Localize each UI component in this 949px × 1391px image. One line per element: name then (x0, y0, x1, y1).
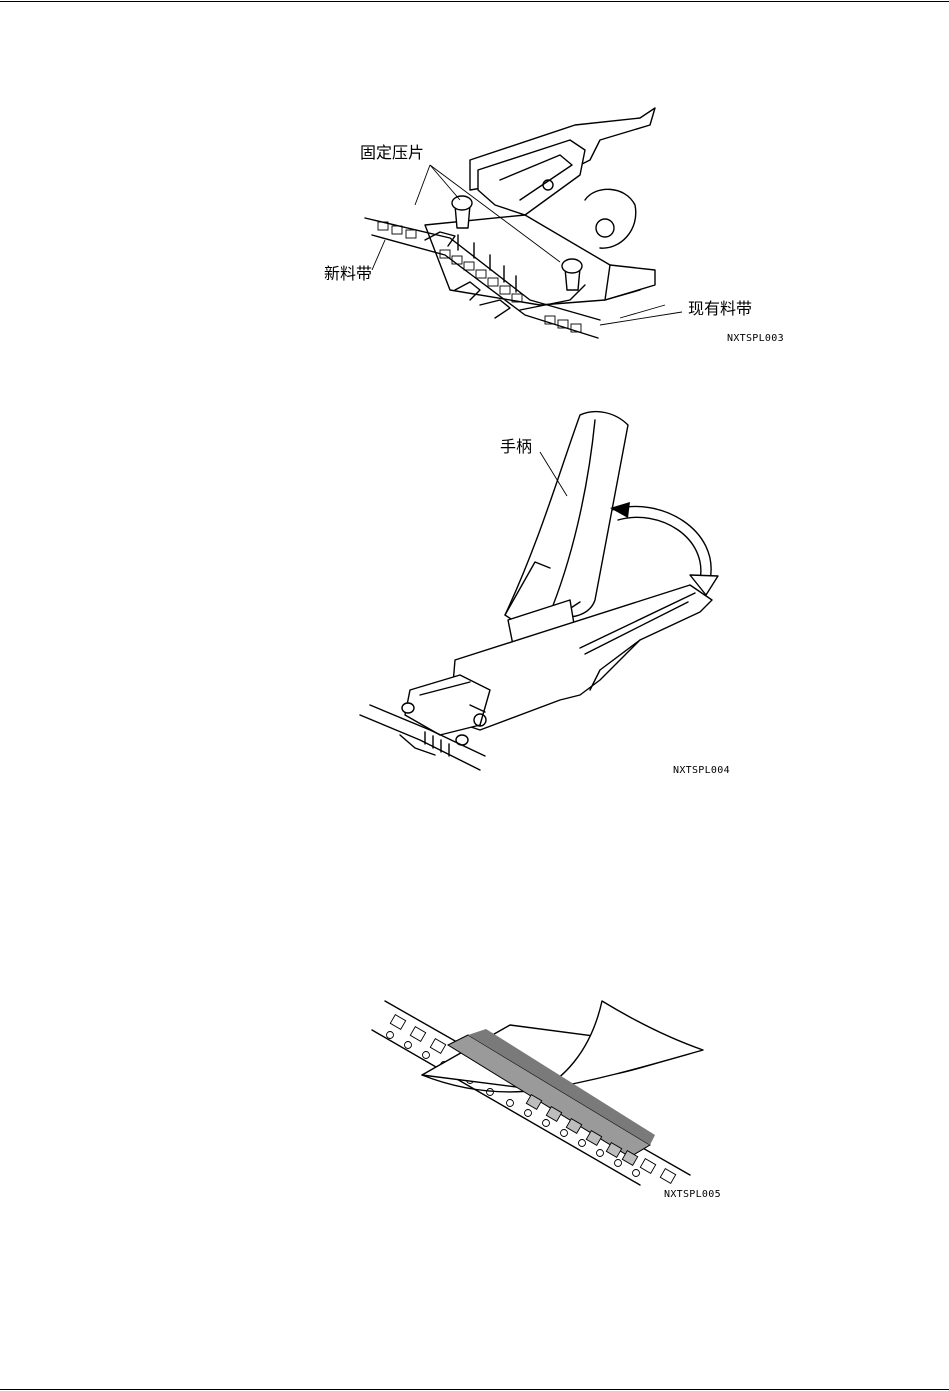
label-new-tape: 新料带 (324, 265, 372, 283)
figure-code: NXTSPL005 (664, 1189, 721, 1201)
splicer-clamp-illustration (0, 0, 949, 360)
figure-code: NXTSPL003 (727, 333, 784, 345)
label-existing-tape: 现有料带 (688, 300, 752, 318)
label-clamp-plates: 固定压片 (360, 144, 424, 162)
figure-splice-tape: NXTSPL005 (0, 995, 949, 1215)
figure-handle: 手柄 NXTSPL004 (0, 390, 949, 790)
label-handle: 手柄 (500, 438, 532, 456)
splicer-handle-illustration (0, 390, 949, 790)
footer-rule (0, 1389, 949, 1390)
splice-tape-illustration (0, 995, 949, 1215)
figure-clamp-plates: 固定压片 新料带 现有料带 NXTSPL003 (0, 0, 949, 360)
figure-code: NXTSPL004 (673, 765, 730, 777)
